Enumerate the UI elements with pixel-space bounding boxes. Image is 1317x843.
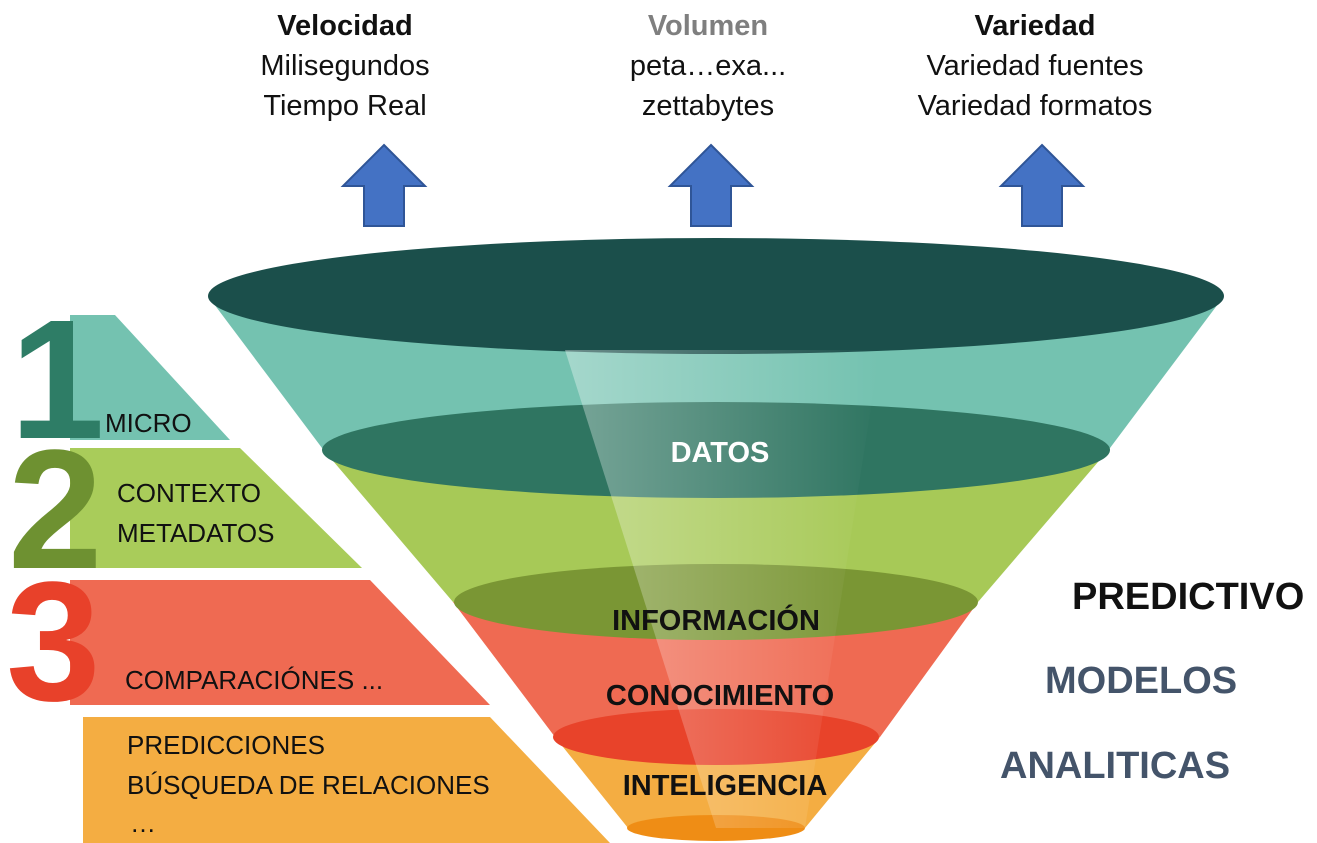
level-3-text: COMPARACIÓNES ...: [125, 665, 383, 695]
variedad-header: Variedad Variedad fuentes Variedad forma…: [880, 6, 1190, 126]
funnel-highlight: [565, 350, 880, 828]
volumen-header: Volumen peta…exa... zettabytes: [578, 6, 838, 126]
modelos-label: MODELOS: [1045, 660, 1238, 702]
predictivo-label: PREDICTIVO: [1072, 576, 1305, 618]
stage-conocimiento-label: CONOCIMIENTO: [606, 680, 834, 712]
level-2-number: 2: [8, 415, 103, 605]
arrow-up-velocidad-icon: [340, 143, 428, 227]
analiticas-label: ANALITICAS: [1000, 745, 1231, 787]
funnel-top-ellipse: [208, 238, 1224, 354]
level-4-band: [83, 717, 610, 843]
level-4-text-2: BÚSQUEDA DE RELACIONES: [127, 770, 490, 800]
level-1-text: MICRO: [105, 408, 192, 438]
level-3-band: [70, 580, 490, 705]
variedad-line-1: Variedad fuentes: [926, 50, 1144, 82]
level-3-number: 3: [6, 547, 101, 737]
stage-informacion-label: INFORMACIÓN: [612, 603, 820, 637]
velocidad-title: Velocidad: [277, 10, 413, 42]
volumen-title: Volumen: [647, 10, 769, 42]
level-2-text-2: METADATOS: [117, 518, 274, 548]
velocidad-line-2: Tiempo Real: [263, 90, 427, 122]
volumen-line-1: peta…exa...: [629, 50, 787, 82]
velocidad-line-1: Milisegundos: [260, 50, 430, 82]
level-2-text-1: CONTEXTO: [117, 478, 261, 508]
variedad-line-2: Variedad formatos: [917, 90, 1153, 122]
level-2-band: [70, 448, 362, 568]
variedad-title: Variedad: [974, 10, 1096, 42]
level-1-band: [70, 315, 230, 440]
velocidad-header: Velocidad Milisegundos Tiempo Real: [215, 6, 475, 126]
arrow-up-volumen-icon: [667, 143, 755, 227]
volumen-line-2: zettabytes: [641, 90, 775, 122]
arrow-up-variedad-icon: [998, 143, 1086, 227]
stage-inteligencia-label: INTELIGENCIA: [623, 770, 828, 802]
level-4-text-3: …: [130, 808, 156, 838]
stage-datos-label: DATOS: [671, 437, 770, 469]
level-1-number: 1: [10, 285, 105, 475]
level-4-text-1: PREDICCIONES: [127, 730, 325, 760]
